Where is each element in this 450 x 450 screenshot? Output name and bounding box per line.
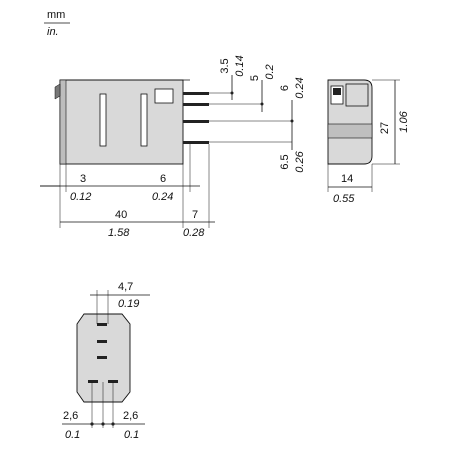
bottom-pin-1 <box>97 323 107 326</box>
dim-tick <box>101 422 105 426</box>
pin-thickness-in: 0.2 <box>264 64 276 79</box>
pin-length-mm: 7 <box>192 209 198 221</box>
pin-pitch-in: 0.14 <box>234 55 246 76</box>
dim-tick <box>111 422 115 426</box>
right-offset-mm: 6 <box>160 173 166 185</box>
pin-pitch-mm: 3.5 <box>219 58 231 73</box>
pin-length-in: 0.28 <box>183 227 205 239</box>
right-offset-in: 0.24 <box>152 191 173 203</box>
pin-row-mm: 6.5 <box>279 154 291 169</box>
left-spacing-mm: 2,6 <box>63 410 78 422</box>
pin-thickness-mm: 5 <box>249 75 261 81</box>
bottom-pitch-in: 0.19 <box>118 298 139 310</box>
body-slot-left <box>99 93 107 147</box>
pin-offset-in: 0.24 <box>294 77 306 98</box>
pin-1 <box>183 92 209 95</box>
unit-imperial-label: in. <box>47 26 59 38</box>
end-view: 27 1.06 14 0.55 <box>327 79 410 205</box>
length-mm: 40 <box>115 209 127 221</box>
side-view: 3.5 0.14 5 0.2 6 0.24 6.5 0.26 3 0.12 6 … <box>40 55 306 239</box>
relay-latch <box>54 83 61 100</box>
end-view-indicator <box>333 88 341 95</box>
end-view-cover <box>345 83 369 107</box>
right-spacing-mm: 2,6 <box>123 410 138 422</box>
left-offset-in: 0.12 <box>70 191 91 203</box>
unit-metric-label: mm <box>47 9 65 21</box>
end-height-in: 1.06 <box>398 110 410 132</box>
pin-row-in: 0.26 <box>294 150 306 172</box>
bottom-pin-2 <box>97 340 107 343</box>
pin-4 <box>183 141 209 144</box>
pin-offset-mm: 6 <box>279 85 291 91</box>
dim-tick <box>90 422 94 426</box>
bottom-view: 4,7 0.19 2,6 0.1 2,6 0.1 <box>62 281 150 441</box>
end-width-in: 0.55 <box>333 193 355 205</box>
label-window <box>154 88 174 104</box>
left-spacing-in: 0.1 <box>65 429 80 441</box>
end-view-band <box>327 123 373 139</box>
dim-tick <box>230 91 234 95</box>
bottom-pin-5 <box>108 380 118 383</box>
relay-end-cap <box>59 79 67 165</box>
bottom-pitch-mm: 4,7 <box>118 281 133 293</box>
pin-3 <box>183 120 209 123</box>
bottom-pin-4 <box>88 380 98 383</box>
body-slot-right <box>140 93 148 147</box>
end-width-mm: 14 <box>341 173 353 185</box>
length-in: 1.58 <box>108 227 130 239</box>
left-offset-mm: 3 <box>80 173 86 185</box>
end-height-mm: 27 <box>379 122 391 134</box>
right-spacing-in: 0.1 <box>124 429 139 441</box>
dim-tick <box>260 102 264 106</box>
bottom-pin-3 <box>97 356 107 359</box>
dim-tick <box>290 119 294 123</box>
pin-2 <box>183 103 209 106</box>
